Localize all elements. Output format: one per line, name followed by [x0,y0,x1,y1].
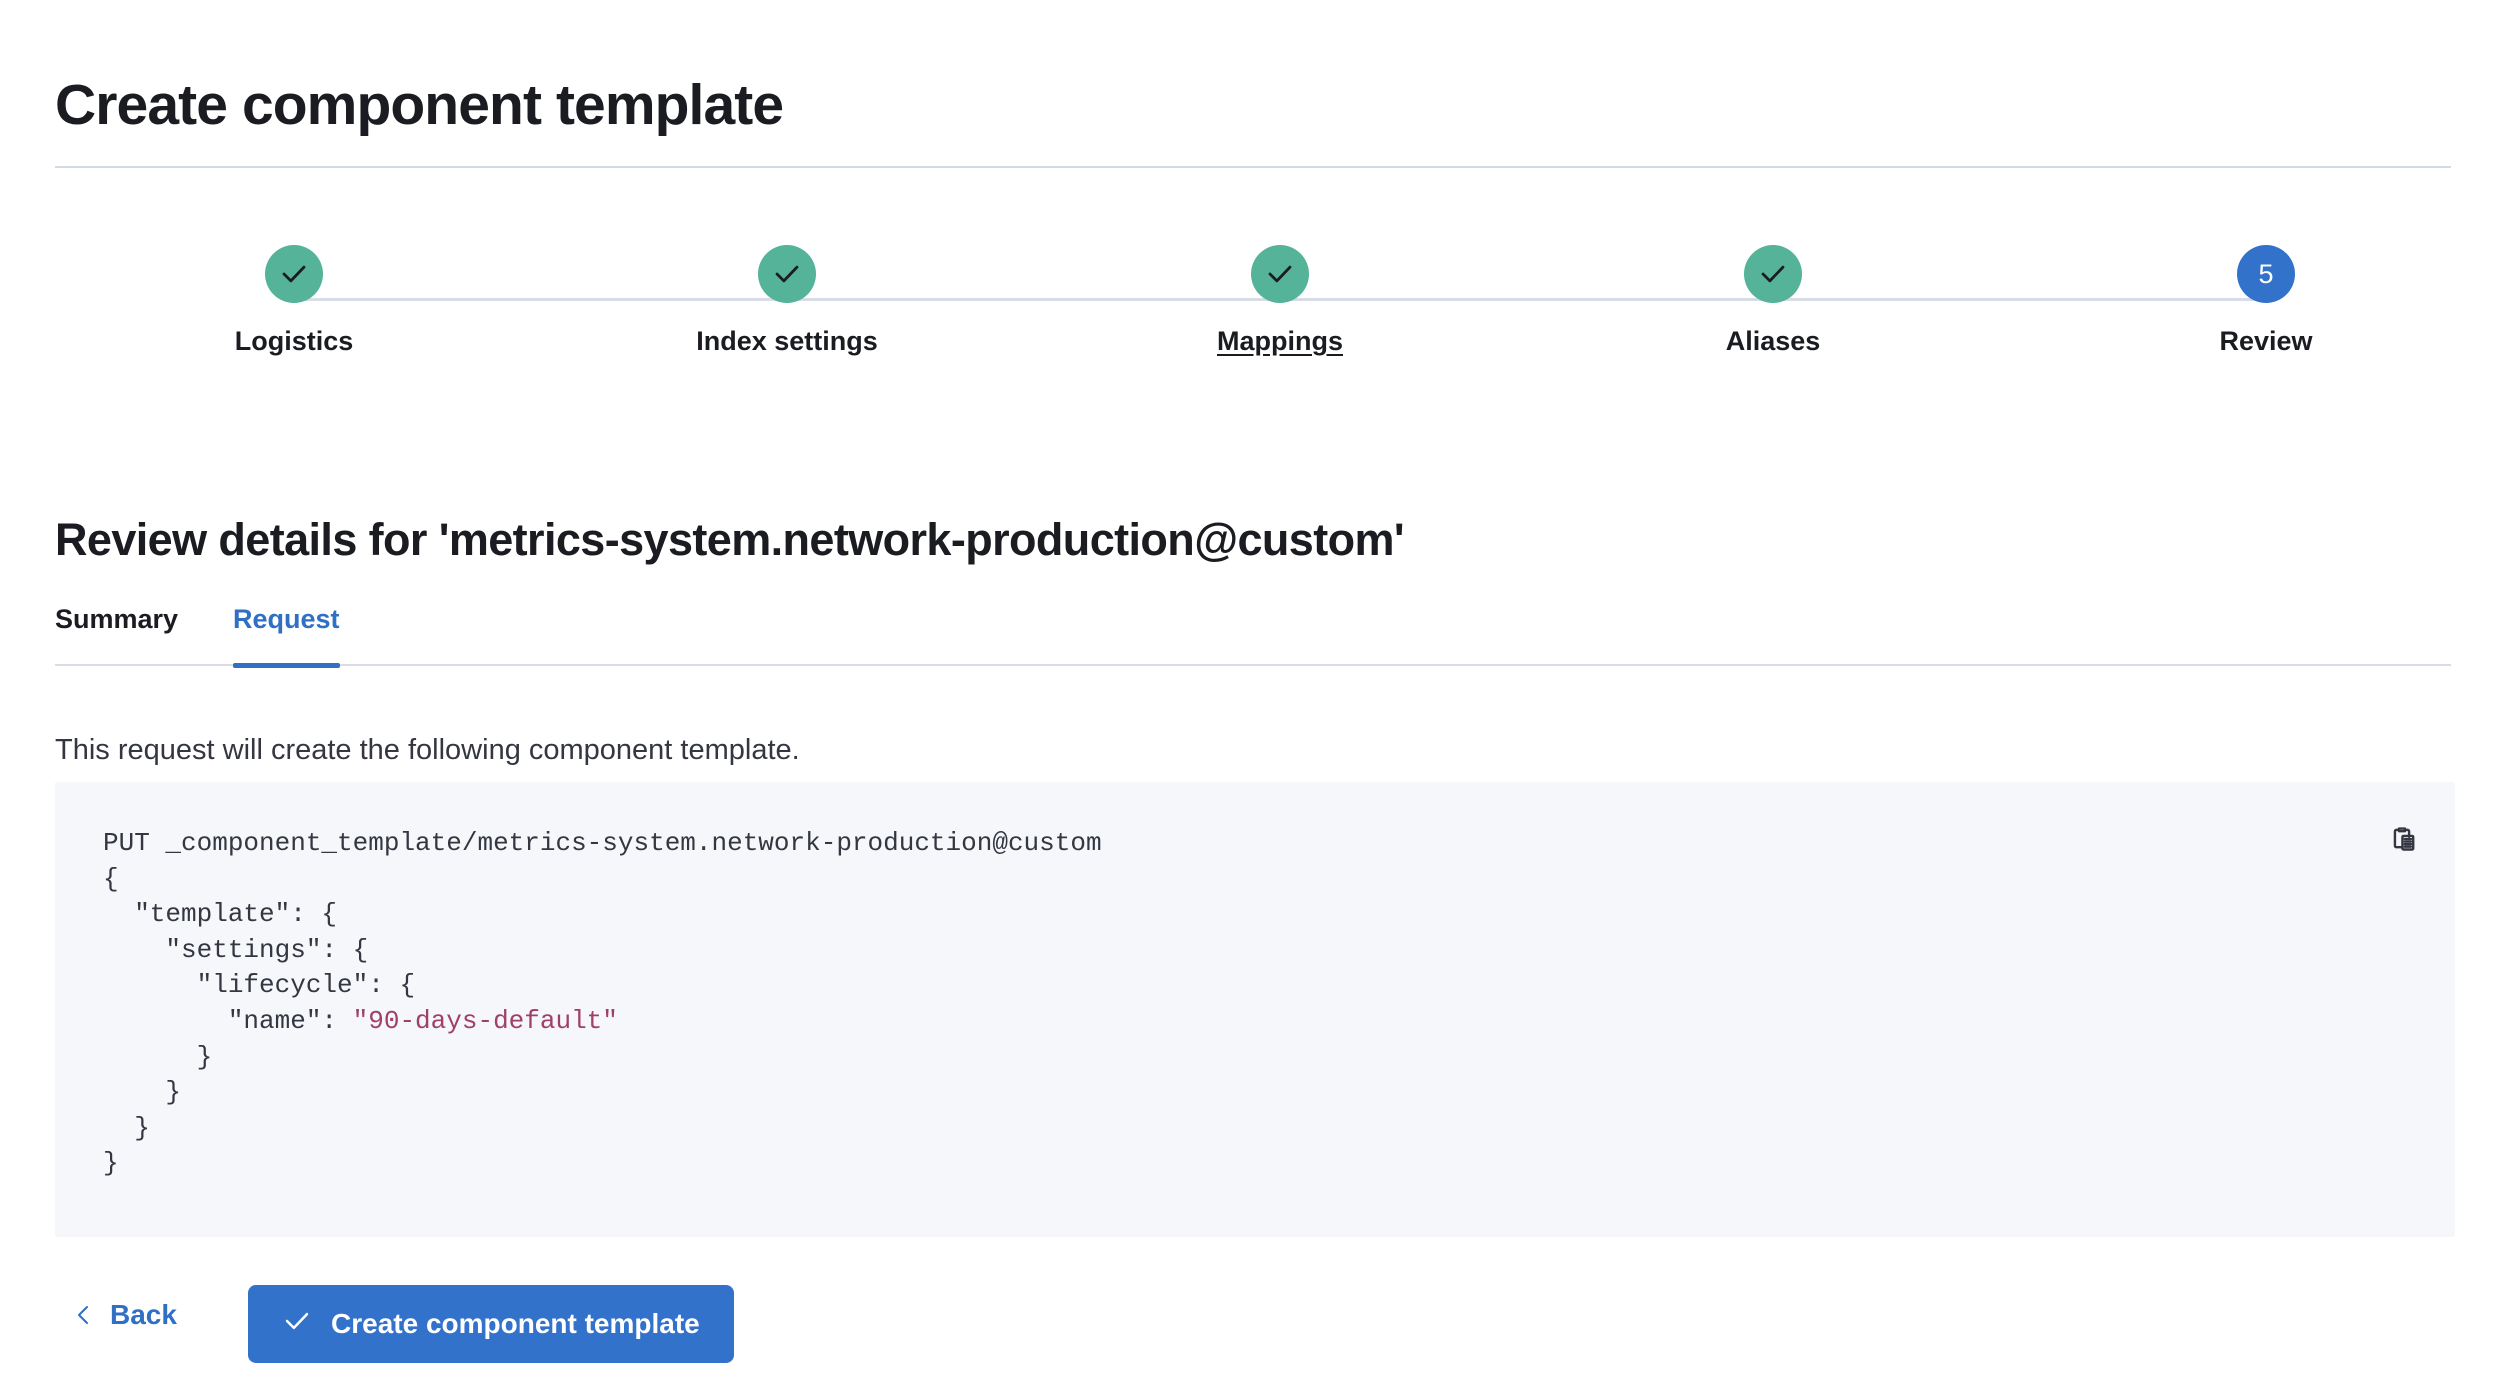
copy-to-clipboard-button[interactable] [2381,820,2427,866]
check-icon [1758,259,1788,289]
code-line-1: PUT _component_template/metrics-system.n… [103,828,1102,858]
check-icon [1265,259,1295,289]
check-icon [282,1306,312,1343]
step-label[interactable]: Review [2219,326,2313,356]
code-line-9: } [103,1112,150,1143]
code-line-7: } [103,1041,213,1072]
code-line-8: } [103,1077,182,1108]
step-item-aliases[interactable]: Aliases [1603,245,1943,357]
tab-request[interactable]: Request [233,596,340,668]
create-component-template-button[interactable]: Create component template [248,1285,734,1363]
step-label[interactable]: Mappings [1217,326,1343,356]
step-status-circle [1744,245,1802,303]
code-line-6-key: "name": [103,1005,353,1036]
chevron-left-icon [72,1301,96,1329]
tab-summary[interactable]: Summary [55,604,179,634]
step-item-index-settings[interactable]: Index settings [617,245,957,357]
step-label[interactable]: Logistics [234,326,354,356]
step-item-review[interactable]: 5 Review [2096,245,2436,357]
code-line-6-value: "90-days-default" [352,1005,618,1036]
code-line-4: "settings": { [103,934,369,965]
step-label[interactable]: Index settings [696,326,878,356]
step-indicator: Logistics Index settings Mappings [55,245,2451,385]
step-status-circle [1251,245,1309,303]
back-button[interactable]: Back [72,1295,177,1335]
code-line-10: } [103,1148,119,1179]
step-number: 5 [2258,258,2274,289]
header-divider [55,166,2451,168]
step-status-circle [758,245,816,303]
check-icon [279,259,309,289]
code-line-5: "lifecycle": { [103,970,416,1001]
page-title: Create component template [55,73,784,138]
clipboard-copy-icon [2387,824,2421,863]
check-icon [772,259,802,289]
step-item-logistics[interactable]: Logistics [124,245,464,357]
step-label[interactable]: Aliases [1725,326,1821,356]
request-code-block: PUT _component_template/metrics-system.n… [103,826,1102,1182]
request-code-panel: PUT _component_template/metrics-system.n… [55,782,2455,1237]
request-description: This request will create the following c… [55,734,800,766]
step-status-circle [265,245,323,303]
step-item-mappings[interactable]: Mappings [1110,245,1450,357]
back-button-label: Back [110,1299,177,1330]
create-button-label: Create component template [331,1308,700,1339]
step-status-circle: 5 [2237,245,2295,303]
tab-active-underline [233,663,340,668]
tabs-divider [55,664,2451,666]
detail-tabs: Summary Request [55,596,2451,668]
code-line-2: { [103,863,119,894]
review-details-heading: Review details for 'metrics-system.netwo… [55,514,1405,566]
tab-request-label: Request [233,604,340,634]
code-line-3: "template": { [103,899,338,930]
